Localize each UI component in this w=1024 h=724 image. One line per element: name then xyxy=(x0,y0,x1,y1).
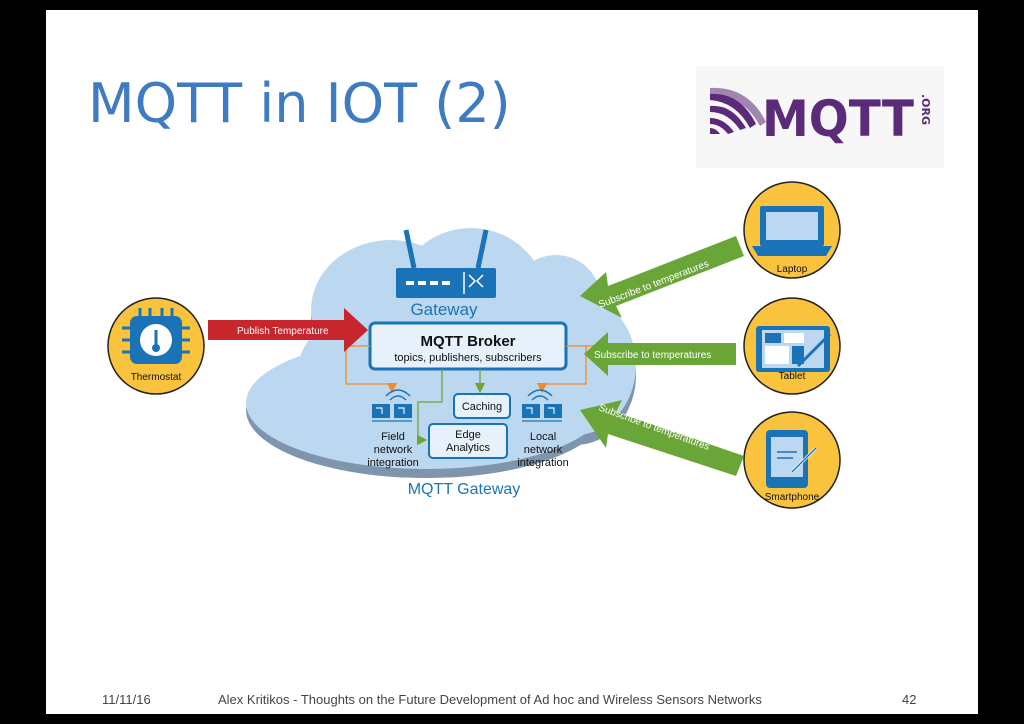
field-line3: integration xyxy=(367,457,418,469)
footer-date: 11/11/16 xyxy=(102,692,151,707)
analytics-connectors xyxy=(416,369,486,446)
caching-box xyxy=(453,393,511,419)
caching-label: Caching xyxy=(462,401,502,413)
logo-text: MQTT xyxy=(762,90,914,148)
edge-analytics-box xyxy=(428,423,508,459)
footer-page-number: 42 xyxy=(902,692,917,707)
local-line1: Local xyxy=(530,431,556,443)
subscribe-arrow-top xyxy=(580,236,744,318)
logo-waves-icon xyxy=(710,87,766,134)
slide: MQTT in IOT (2) MQTT .ORG xyxy=(46,10,978,714)
tablet-device xyxy=(743,297,841,395)
edge-analytics-line2: Analytics xyxy=(446,442,491,454)
local-network-icon xyxy=(522,389,562,422)
edge-analytics-line1: Edge xyxy=(455,429,481,441)
laptop-device xyxy=(743,181,841,279)
local-line3: integration xyxy=(517,457,568,469)
tablet-label: Tablet xyxy=(779,371,806,382)
laptop-label: Laptop xyxy=(777,264,808,275)
smartphone-device xyxy=(743,411,841,509)
subscribe-arrow-bottom xyxy=(580,400,744,476)
mqtt-logo: MQTT .ORG xyxy=(696,66,944,168)
field-network-icon xyxy=(372,389,412,422)
gateway-label: Gateway xyxy=(410,300,478,319)
broker-title: MQTT Broker xyxy=(420,333,515,350)
mqtt-iot-diagram: Gateway MQTT Broker topics, publishers, … xyxy=(107,181,841,509)
subscribe-middle-label: Subscribe to temperatures xyxy=(594,350,711,361)
thermostat-device xyxy=(107,297,205,395)
router-icon xyxy=(396,229,496,298)
subscribe-arrow-middle xyxy=(584,332,736,376)
cloud-label: MQTT Gateway xyxy=(408,481,521,498)
publish-arrow-label: Publish Temperature xyxy=(237,326,329,337)
field-line2: network xyxy=(374,444,413,456)
field-line1: Field xyxy=(381,431,405,443)
publish-arrow xyxy=(208,308,368,352)
smartphone-label: Smartphone xyxy=(765,492,820,503)
logo-suffix: .ORG xyxy=(919,94,932,125)
broker-subtitle: topics, publishers, subscribers xyxy=(394,352,542,364)
slide-title: MQTT in IOT (2) xyxy=(88,72,511,135)
footer-caption: Alex Kritikos - Thoughts on the Future D… xyxy=(218,692,762,707)
local-line2: network xyxy=(524,444,563,456)
thermostat-label: Thermostat xyxy=(131,372,182,383)
